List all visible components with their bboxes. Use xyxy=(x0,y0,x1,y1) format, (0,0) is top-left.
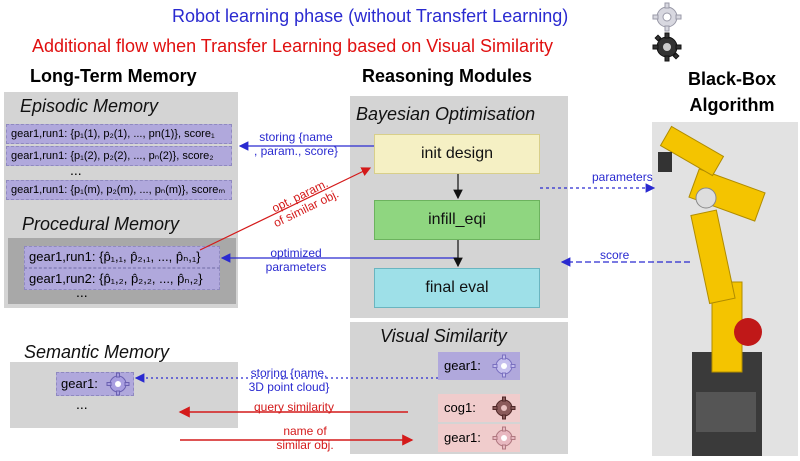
visual-item-cog1-label: cog1: xyxy=(444,400,476,415)
arrow-opt-param xyxy=(199,167,372,251)
visual-item-cog1: cog1: xyxy=(438,394,520,422)
rm-header: Reasoning Modules xyxy=(362,66,533,86)
visual-item-gear1-similar-label: gear1: xyxy=(444,430,481,445)
init-design-box: init design xyxy=(374,134,540,174)
ltm-header: Long-Term Memory xyxy=(30,66,197,86)
label-storing-cloud: storing {name, 3D point cloud} xyxy=(248,366,330,394)
legend-text-2: Additional flow when Transfer Learning b… xyxy=(32,36,553,56)
episodic-title: Episodic Memory xyxy=(20,96,159,116)
procedural-row: gear1,run2: {p̂₁,₂, p̂₂,₂, ..., p̂ₙ,₂} xyxy=(24,268,220,290)
semantic-title: Semantic Memory xyxy=(24,342,170,362)
semantic-item-label: gear1: xyxy=(61,376,98,391)
gear-light-icon xyxy=(652,2,682,37)
gear-dark-icon xyxy=(652,32,682,67)
visual-title: Visual Similarity xyxy=(380,326,507,346)
label-optimized: optimized parameters xyxy=(265,246,327,274)
legend-text-1: Robot learning phase (without Transfert … xyxy=(172,6,569,26)
legend-line-2: Additional flow when Transfer Learning b… xyxy=(32,36,553,57)
gear-icon xyxy=(492,354,516,383)
final-eval-box: final eval xyxy=(374,268,540,308)
robot-arm-panel xyxy=(652,122,798,456)
visual-item-gear1-label: gear1: xyxy=(444,358,481,373)
episodic-row: gear1,run1: {p₁(2), p₂(2), ..., pₙ(2)}, … xyxy=(6,146,232,166)
infill-box: infill_eqi xyxy=(374,200,540,240)
procedural-row: gear1,run1: {p̂₁,₁, p̂₂,₁, ..., p̂ₙ,₁} xyxy=(24,246,220,268)
label-query: query similarity xyxy=(254,400,335,414)
bb-header: Black-Box Algorithm xyxy=(687,69,777,115)
visual-item-gear1: gear1: xyxy=(438,352,520,380)
semantic-dots: ... xyxy=(76,396,88,412)
episodic-row: gear1,run1: {p₁(m), p₂(m), ..., pₙ(m)}, … xyxy=(6,180,232,200)
procedural-dots: ... xyxy=(76,284,88,300)
label-storing-name: storing {name , param., score} xyxy=(253,130,339,158)
cog-icon xyxy=(492,396,516,425)
episodic-row: gear1,run1: {p₁(1), p₂(1), ..., pn(1)}, … xyxy=(6,124,232,144)
procedural-title: Procedural Memory xyxy=(22,214,180,234)
semantic-item: gear1: xyxy=(56,372,134,396)
gear-icon xyxy=(492,426,516,455)
label-score: score xyxy=(600,248,630,262)
visual-item-gear1-similar: gear1: xyxy=(438,424,520,452)
label-name-similar: name of similar obj. xyxy=(276,424,334,452)
gear-icon xyxy=(106,372,130,401)
robot-arm-illustration xyxy=(658,125,766,456)
episodic-dots: ... xyxy=(70,162,82,178)
bayes-title: Bayesian Optimisation xyxy=(356,104,536,124)
label-parameters: parameters xyxy=(592,170,653,184)
legend-line-1: Robot learning phase (without Transfert … xyxy=(172,6,568,27)
